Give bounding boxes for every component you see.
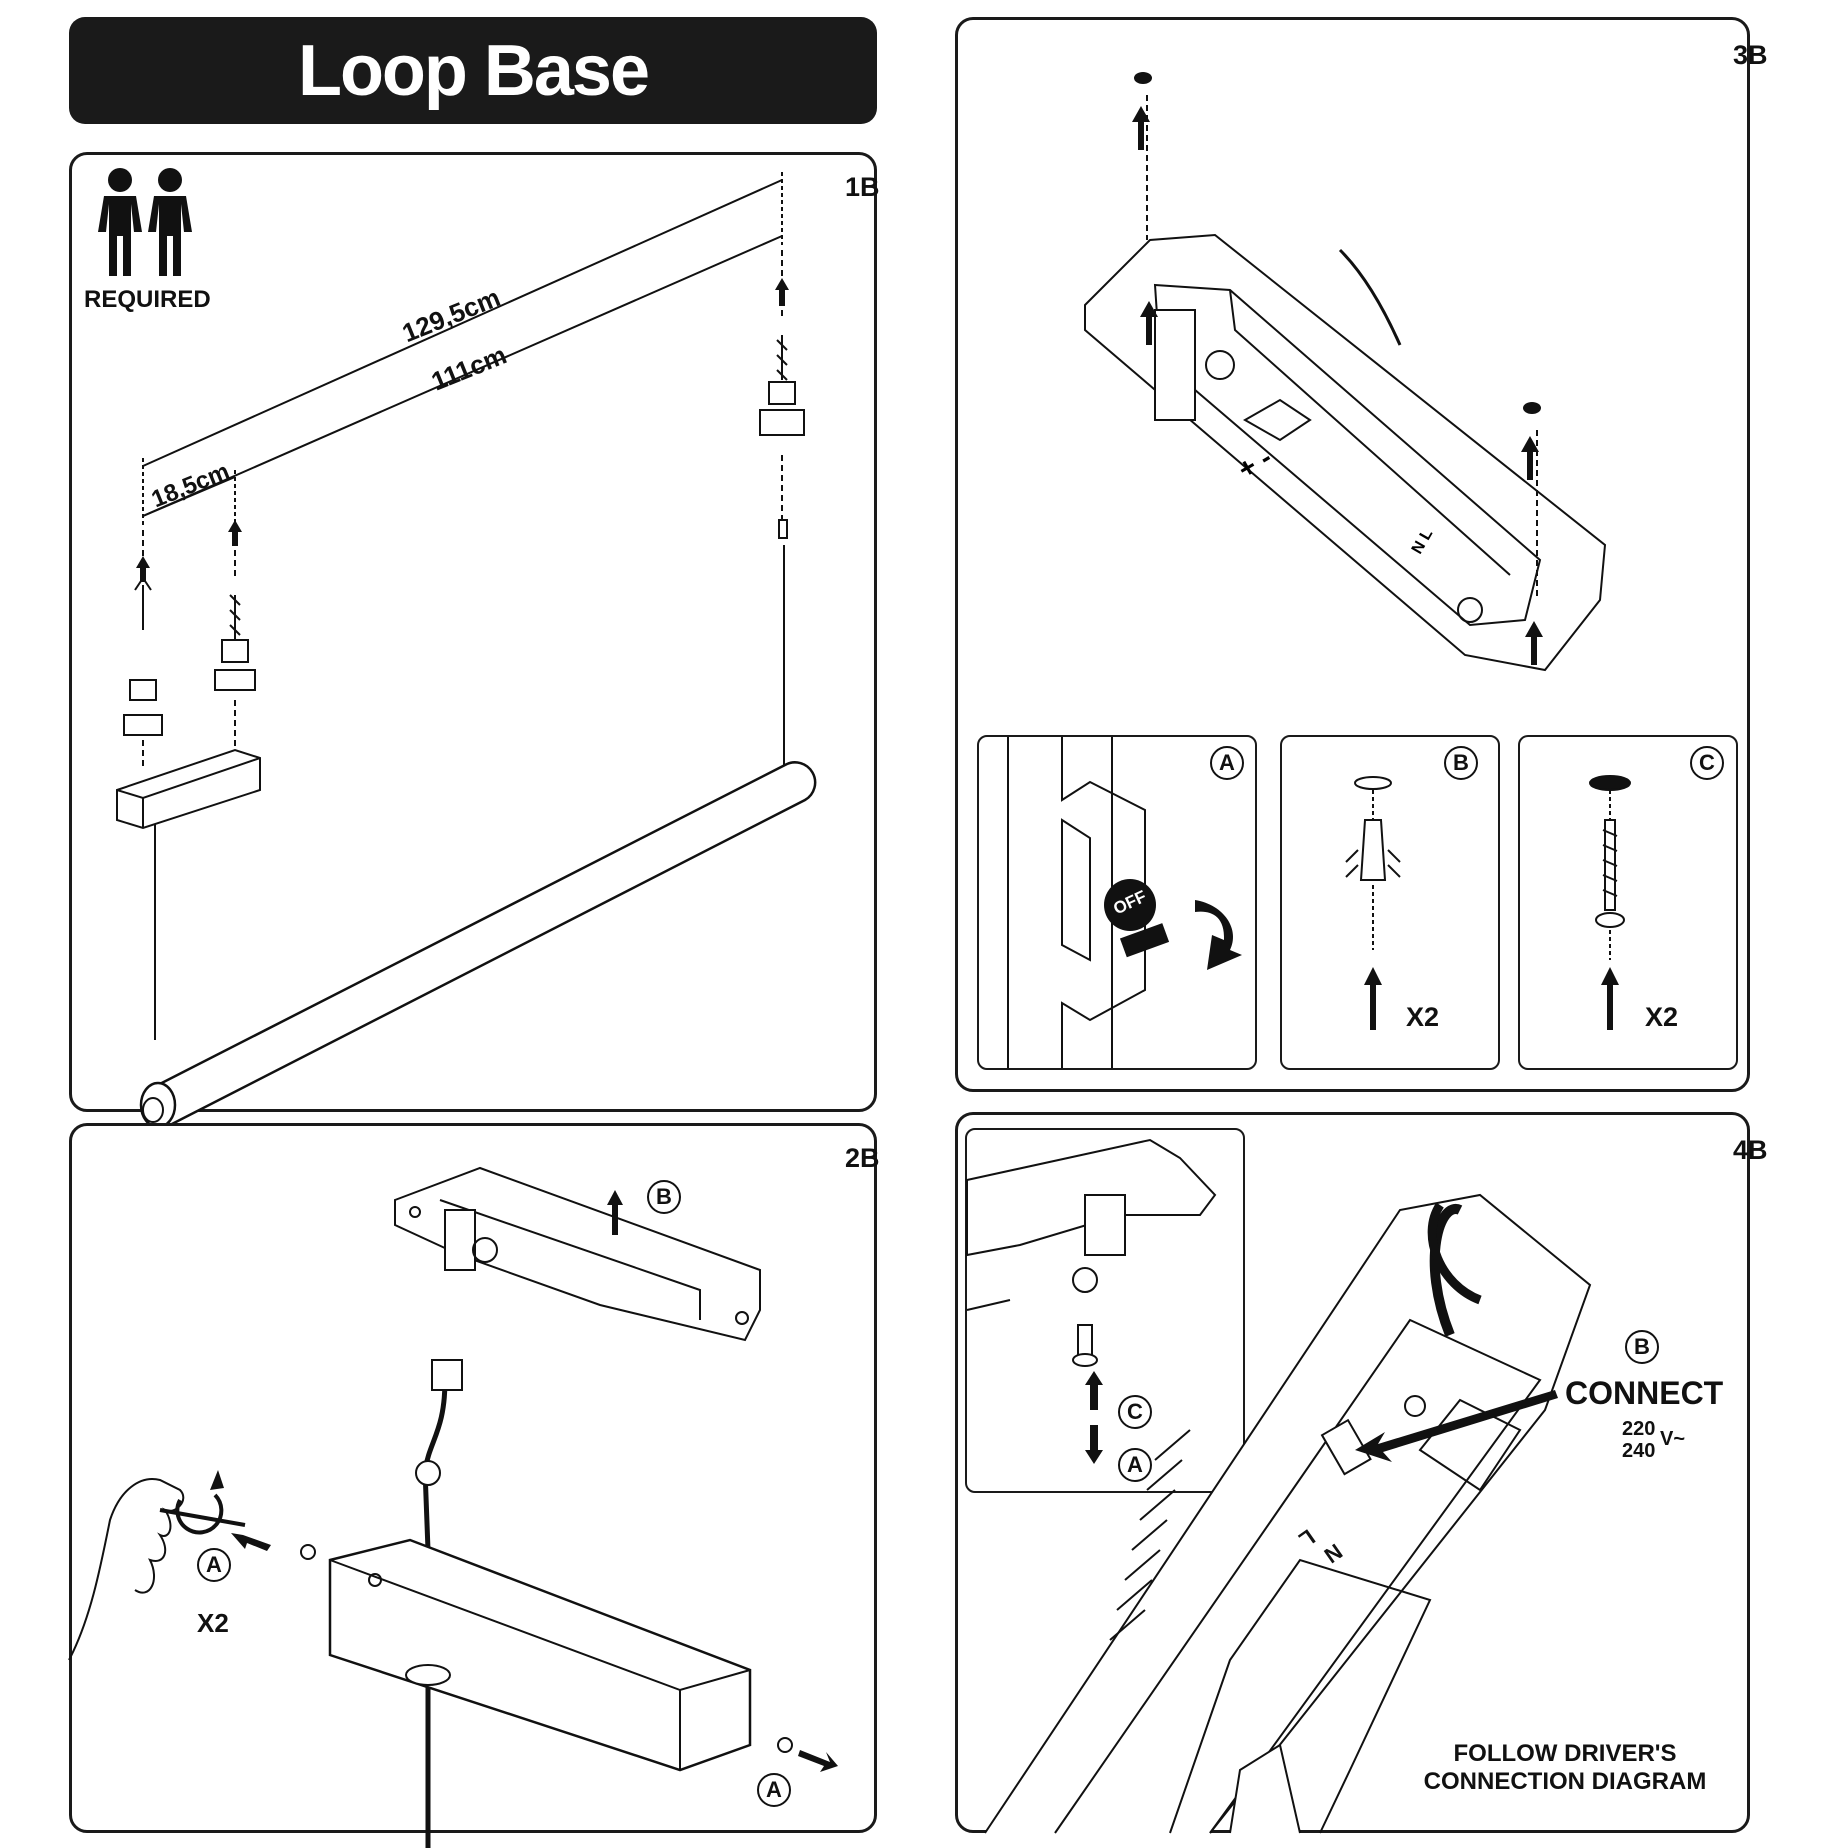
inset-panel-4b [965, 1128, 1245, 1493]
step-label-2b: 2B [845, 1143, 880, 1173]
follow-diagram-line2: CONNECTION DIAGRAM [1423, 1768, 1707, 1795]
callout-c-4b: C [1118, 1395, 1152, 1429]
callout-a-3b: A [1210, 746, 1244, 780]
step-label-1b: 1B [845, 172, 880, 202]
voltage-unit: V~ [1660, 1428, 1686, 1450]
callout-b-2b: B [647, 1180, 681, 1214]
panel-2b [69, 1123, 877, 1833]
subpanel-c [1518, 735, 1738, 1070]
subpanel-b [1280, 735, 1500, 1070]
follow-diagram-line1: FOLLOW DRIVER'S [1453, 1740, 1677, 1767]
count-x2-plug: X2 [1406, 1002, 1440, 1032]
step-label-3b: 3B [1733, 40, 1768, 70]
connect-label: CONNECT [1565, 1375, 1724, 1411]
callout-a-2b-left: A [197, 1548, 231, 1582]
title-banner: Loop Base [69, 17, 877, 124]
voltage-240: 240 [1622, 1440, 1656, 1462]
step-label-4b: 4B [1733, 1135, 1768, 1165]
count-x2-2b: X2 [197, 1608, 229, 1638]
callout-c-3b: C [1690, 746, 1724, 780]
callout-b-4b: B [1625, 1330, 1659, 1364]
callout-a-4b: A [1118, 1448, 1152, 1482]
count-x2-screw: X2 [1645, 1002, 1679, 1032]
callout-a-2b-bottom: A [757, 1773, 791, 1807]
required-label: REQUIRED [84, 286, 211, 313]
voltage-220: 220 [1622, 1418, 1656, 1440]
page-title: Loop Base [297, 30, 650, 111]
callout-b-3b: B [1444, 746, 1478, 780]
